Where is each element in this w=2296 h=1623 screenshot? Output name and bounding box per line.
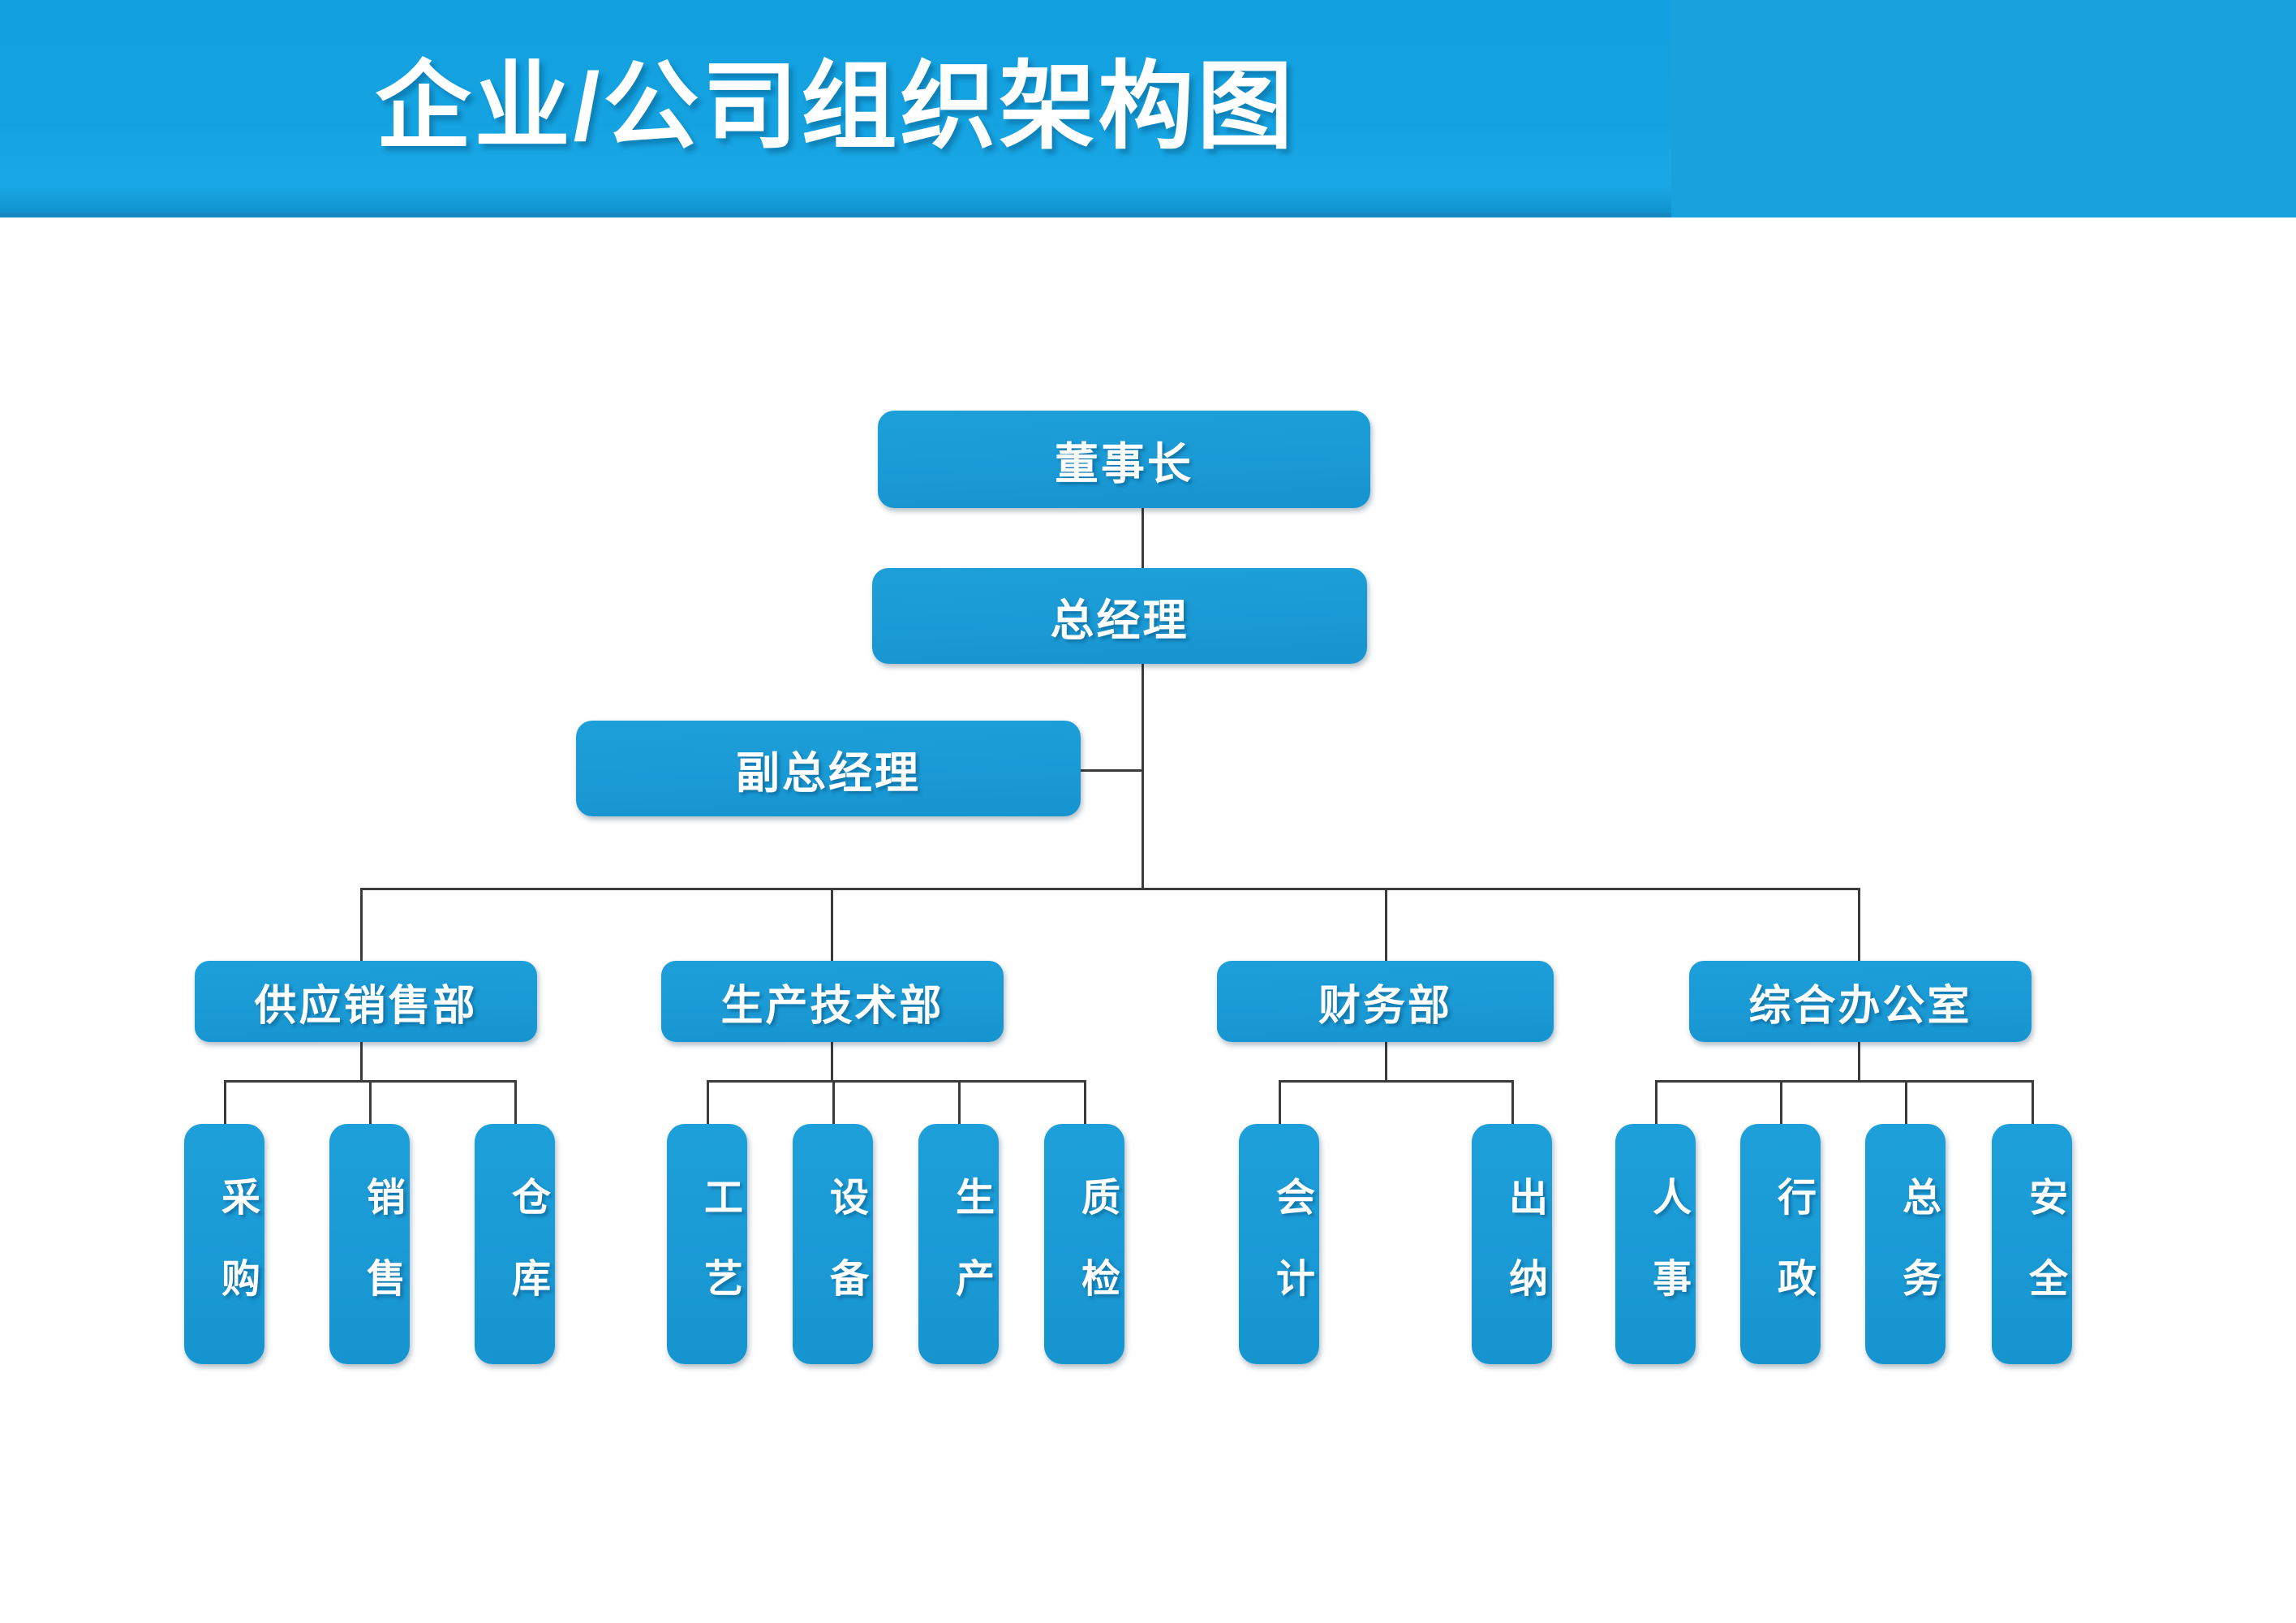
connector-bus-to-dept-sales (360, 888, 363, 961)
node-unit-warehouse[interactable]: 仓库 (475, 1124, 555, 1364)
connector-unit-xiaoshou (369, 1080, 372, 1124)
node-unit-general-affairs[interactable]: 总务 (1865, 1124, 1946, 1364)
connector-unit-zongwu (1905, 1080, 1907, 1124)
unit-bus-bar-admin (1656, 1080, 2033, 1083)
connector-dept-admin-drop (1858, 1042, 1860, 1081)
node-department-supply-sales[interactable]: 供应销售部 (195, 961, 537, 1042)
connector-bus-to-dept-tech (831, 888, 833, 961)
connector-unit-xingzheng (1780, 1080, 1782, 1124)
header-banner: 企业/公司组织架构图 (0, 0, 2296, 217)
header-band-left (0, 0, 1671, 217)
connector-unit-renshi (1655, 1080, 1658, 1124)
connector-unit-chuna (1511, 1080, 1514, 1124)
node-deputy-general-manager[interactable]: 副总经理 (576, 721, 1081, 816)
connector-unit-zhijian (1084, 1080, 1086, 1124)
org-chart-canvas: 董事长 总经理 副总经理 供应销售部 生产技术部 财务部 综合办公室 采购 销售… (0, 217, 2296, 1623)
unit-bus-bar-tech (707, 1080, 1086, 1083)
connector-dept-fin-drop (1385, 1042, 1387, 1081)
node-general-manager[interactable]: 总经理 (872, 568, 1367, 664)
connector-unit-shebei (832, 1080, 835, 1124)
node-unit-process[interactable]: 工艺 (667, 1124, 747, 1364)
connector-dept-tech-drop (831, 1042, 833, 1081)
node-unit-administration[interactable]: 行政 (1740, 1124, 1821, 1364)
connector-bus-to-dept-admin (1858, 888, 1860, 961)
node-department-finance[interactable]: 财务部 (1217, 961, 1554, 1042)
node-chairman[interactable]: 董事长 (878, 411, 1370, 508)
node-unit-human-resources[interactable]: 人事 (1615, 1124, 1696, 1364)
node-unit-equipment[interactable]: 设备 (793, 1124, 873, 1364)
connector-unit-gongyi (707, 1080, 709, 1124)
node-unit-accounting[interactable]: 会计 (1239, 1124, 1319, 1364)
connector-unit-anquan (2032, 1080, 2034, 1124)
connector-unit-cangku (514, 1080, 517, 1124)
connector-bus-to-dept-fin (1385, 888, 1387, 961)
connector-deputy-gm-tie (1079, 769, 1144, 772)
unit-bus-bar-fin (1279, 1080, 1513, 1083)
page-title: 企业/公司组织架构图 (375, 54, 1296, 161)
header-bottom-rule (0, 213, 1671, 217)
connector-chairman-to-gm (1142, 507, 1144, 568)
node-unit-sales[interactable]: 销售 (329, 1124, 410, 1364)
node-department-production-technology[interactable]: 生产技术部 (661, 961, 1004, 1042)
connector-gm-trunk (1142, 663, 1144, 889)
node-unit-procurement[interactable]: 采购 (184, 1124, 264, 1364)
node-unit-production[interactable]: 生产 (918, 1124, 999, 1364)
connector-dept-sales-drop (360, 1042, 363, 1081)
node-unit-quality-inspection[interactable]: 质检 (1044, 1124, 1124, 1364)
connector-unit-caigou (224, 1080, 226, 1124)
department-bus-bar (361, 888, 1860, 890)
node-unit-cashier[interactable]: 出纳 (1472, 1124, 1552, 1364)
node-department-general-office[interactable]: 综合办公室 (1689, 961, 2032, 1042)
node-unit-safety[interactable]: 安全 (1992, 1124, 2072, 1364)
connector-unit-kuaiji (1279, 1080, 1281, 1124)
connector-unit-shengchan (958, 1080, 961, 1124)
header-band-right (1671, 0, 2296, 217)
